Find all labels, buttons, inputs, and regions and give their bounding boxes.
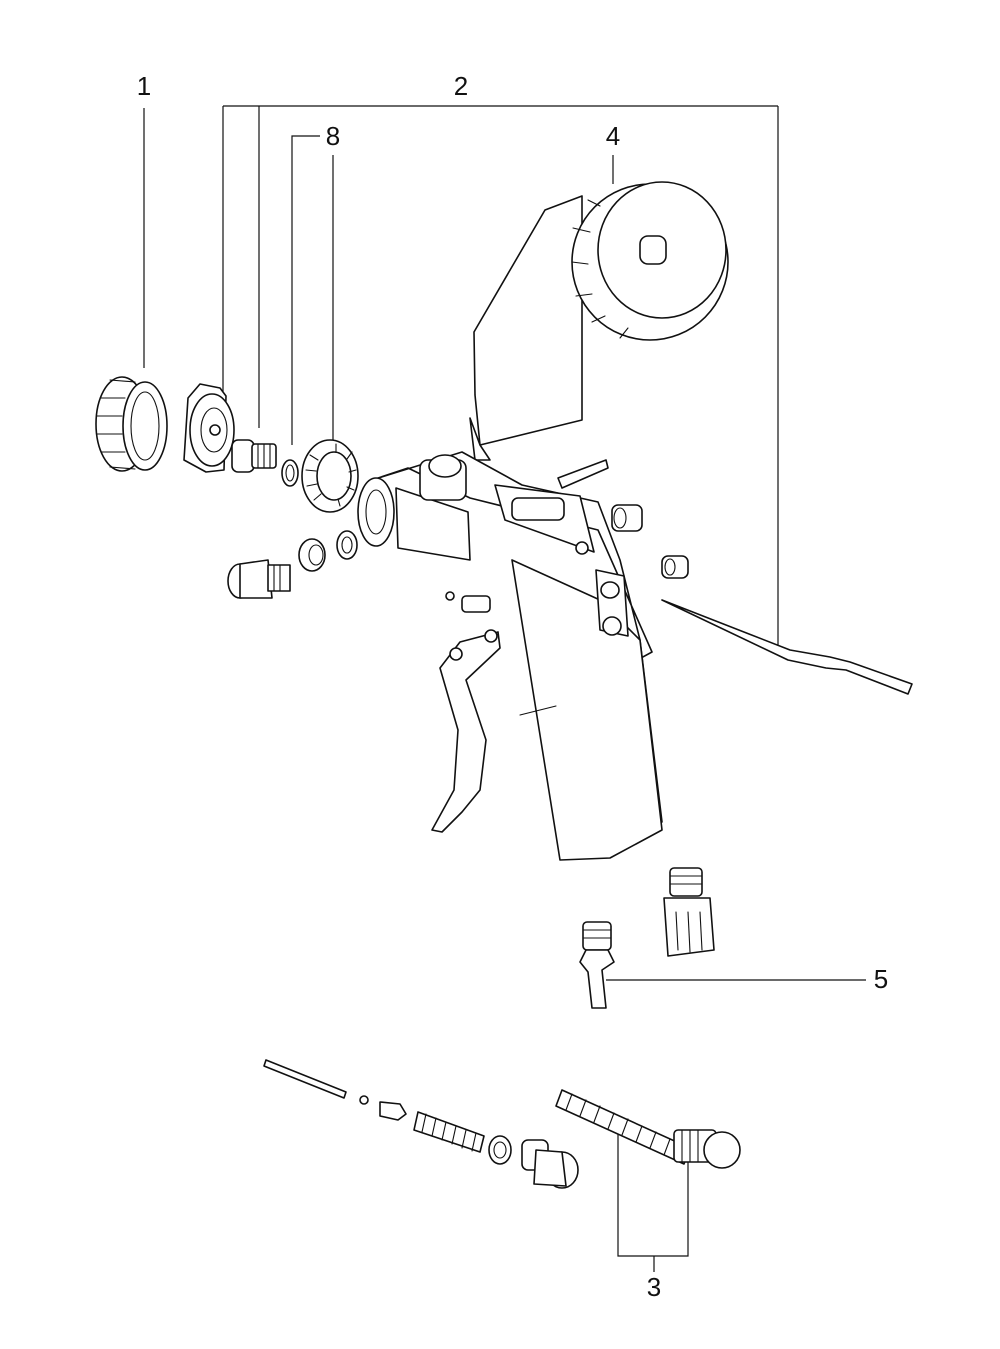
callout-2: 2: [454, 71, 468, 101]
pin: [557, 459, 609, 489]
leader-lines: [143, 105, 866, 1272]
large-spring: [555, 1089, 691, 1165]
paint-cup: [469, 181, 729, 461]
small-spring: [413, 1111, 485, 1153]
seal-ring: [301, 439, 359, 513]
callout-5: 5: [874, 964, 888, 994]
air-connector: [579, 921, 615, 1009]
leader-8-a: [291, 135, 320, 445]
callout-1: 1: [137, 71, 151, 101]
small-screw: [445, 591, 491, 613]
tiny-ring: [359, 1095, 369, 1105]
washer: [336, 530, 358, 560]
plug-1: [611, 504, 643, 532]
fluid-nozzle: [231, 439, 277, 473]
air-regulator: [663, 867, 715, 957]
adjusting-screw: [673, 1129, 741, 1169]
valve-seat: [298, 538, 326, 572]
callout-4: 4: [606, 121, 620, 151]
o-ring: [281, 459, 299, 487]
leader-3: [617, 1132, 689, 1257]
gun-body: [357, 451, 663, 861]
adjustment-knob: [227, 559, 291, 599]
callout-8: 8: [326, 121, 340, 151]
valve-housing: [521, 1139, 579, 1189]
valve-stem: [379, 1101, 407, 1121]
valve-pin: [263, 1059, 347, 1099]
trigger: [431, 629, 501, 833]
callout-3: 3: [647, 1272, 661, 1302]
air-cap-ring: [95, 376, 168, 472]
valve-o-ring: [488, 1135, 512, 1165]
air-cap: [183, 383, 235, 473]
fluid-needle: [661, 599, 913, 695]
plug-2: [661, 555, 689, 579]
